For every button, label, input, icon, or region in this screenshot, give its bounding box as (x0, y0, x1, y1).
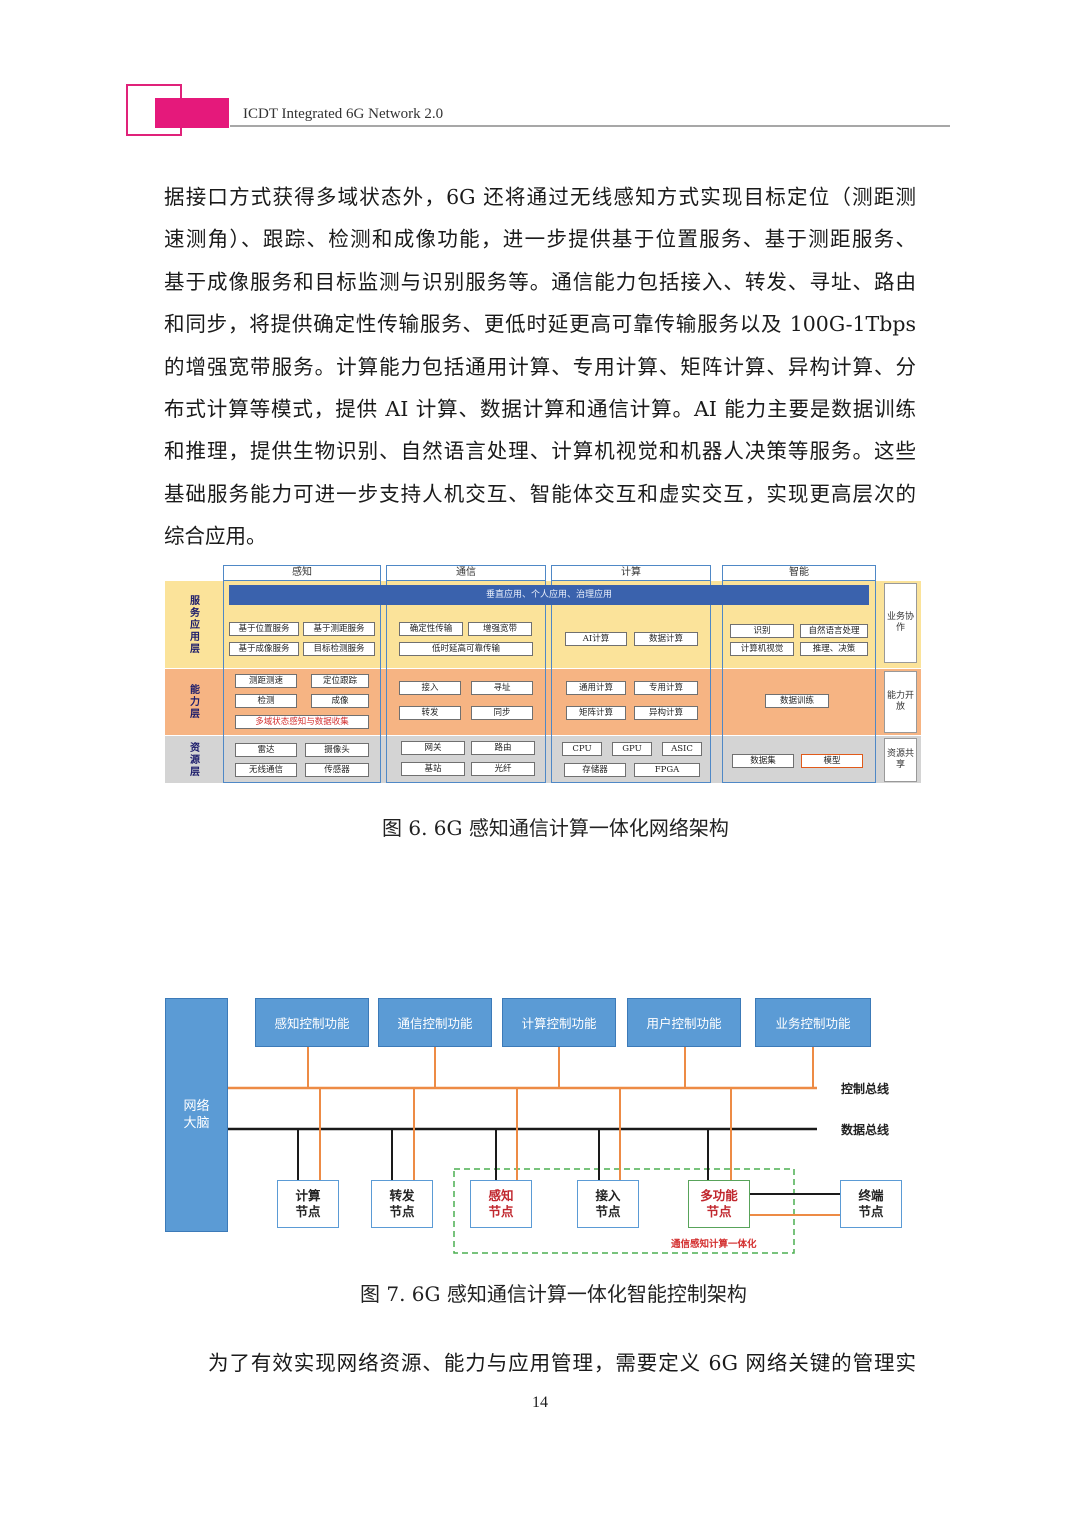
comm-control-function: 通信控制功能 (378, 998, 492, 1047)
body-line: 综合应用。 (164, 524, 267, 549)
access-node: 接入节点 (577, 1180, 639, 1228)
capability-box: 定位跟踪 (311, 674, 369, 688)
capability-box: 异构计算 (634, 706, 698, 720)
capability-box: 接入 (399, 681, 461, 695)
header-rule (230, 125, 950, 127)
body-line: 据接口方式获得多域状态外，6G 还将通过无线感知方式实现目标定位（测距测 (164, 185, 916, 209)
network-brain: 网络大脑 (165, 998, 228, 1232)
resource-box: 摄像头 (305, 743, 369, 757)
body-line: 速测角）、跟踪、检测和成像功能，进一步提供基于位置服务、基于测距服务、 (164, 227, 916, 252)
service-box: 目标检测服务 (303, 642, 375, 656)
body-line: 基于成像服务和目标监测与识别服务等。通信能力包括接入、转发、寻址、路由 (164, 269, 916, 294)
sensing-control-function: 感知控制功能 (255, 998, 369, 1047)
right-label-resource: 资源共享 (884, 738, 917, 782)
compute-node: 计算节点 (277, 1180, 339, 1228)
multifunction-node: 多功能节点 (688, 1180, 750, 1228)
header-title: ICDT Integrated 6G Network 2.0 (243, 106, 444, 122)
column-header-intelligence: 智能 (722, 565, 876, 581)
service-box: 基于位置服务 (229, 622, 299, 636)
bus-lines (228, 1047, 840, 1254)
resource-box: 数据集 (732, 754, 794, 768)
resource-box: CPU (562, 742, 602, 756)
right-label-business: 业务协作 (884, 583, 917, 663)
figure-6-caption: 图 6. 6G 感知通信计算一体化网络架构 (382, 816, 729, 840)
resource-box: 存储器 (564, 763, 626, 777)
resource-box: 模型 (801, 754, 863, 768)
resource-box: 传感器 (305, 763, 369, 777)
figure-6-architecture: 服务应用层 能力层 资源层 感知 通信 计算 智能 垂直应用、个人应用、治理应用… (165, 565, 921, 783)
resource-box: 基站 (401, 762, 465, 776)
terminal-node: 终端节点 (840, 1180, 902, 1228)
column-sensing (223, 565, 381, 783)
service-box: 基于成像服务 (229, 642, 299, 656)
resource-box: FPGA (634, 763, 700, 777)
resource-box: ASIC (662, 742, 702, 756)
resource-box: 路由 (471, 741, 535, 755)
capability-box: 转发 (399, 706, 461, 720)
service-box: 自然语言处理 (800, 624, 868, 638)
service-box: 低时延高可靠传输 (399, 642, 533, 656)
compute-control-function: 计算控制功能 (502, 998, 616, 1047)
capability-box: 成像 (311, 694, 369, 708)
sensing-node: 感知节点 (470, 1180, 532, 1228)
header-logo-block (155, 98, 229, 128)
data-bus-label: 数据总线 (841, 1123, 890, 1137)
control-bus-label: 控制总线 (841, 1082, 890, 1096)
column-compute (551, 565, 711, 783)
resource-box: 网关 (401, 741, 465, 755)
body-line: 为了有效实现网络资源、能力与应用管理，需要定义 6G 网络关键的管理实 (208, 1351, 916, 1375)
integration-region (453, 1168, 795, 1254)
column-intelligence (722, 565, 876, 783)
body-line: 基础服务能力可进一步支持人机交互、智能体交互和虚实交互，实现更高层次的 (164, 481, 916, 506)
footer-paragraph: 为了有效实现网络资源、能力与应用管理，需要定义 6G 网络关键的管理实 (208, 1342, 916, 1384)
forwarding-node: 转发节点 (371, 1180, 433, 1228)
service-box: AI计算 (565, 632, 627, 646)
resource-box: GPU (612, 742, 652, 756)
capability-box: 检测 (235, 694, 297, 708)
resource-box: 光纤 (471, 762, 535, 776)
service-layer-label: 服务应用层 (187, 594, 199, 655)
capability-box: 专用计算 (634, 681, 698, 695)
capability-box: 矩阵计算 (566, 706, 626, 720)
service-control-function: 业务控制功能 (755, 998, 871, 1047)
capability-box: 寻址 (471, 681, 533, 695)
body-line: 的增强宽带服务。计算能力包括通用计算、专用计算、矩阵计算、异构计算、分 (164, 354, 916, 379)
capability-box: 测距测速 (235, 674, 297, 688)
capability-box: 同步 (471, 706, 533, 720)
page-number: 14 (532, 1394, 548, 1411)
resource-layer-label: 资源层 (187, 741, 199, 778)
service-box: 推理、决策 (800, 642, 868, 656)
column-header-comm: 通信 (386, 565, 546, 581)
figure-7-caption: 图 7. 6G 感知通信计算一体化智能控制架构 (360, 1282, 747, 1306)
column-comm (386, 565, 546, 783)
body-line: 和推理，提供生物识别、自然语言处理、计算机视觉和机器人决策等服务。这些 (164, 439, 916, 464)
service-box: 基于测距服务 (303, 622, 375, 636)
service-box: 计算机视觉 (730, 642, 794, 656)
capability-layer-label: 能力层 (187, 684, 199, 720)
capability-box: 多域状态感知与数据收集 (235, 715, 369, 729)
service-box: 识别 (730, 624, 794, 638)
service-box: 确定性传输 (399, 622, 463, 636)
resource-box: 雷达 (235, 743, 297, 757)
capability-box: 数据训练 (765, 694, 829, 708)
service-box: 数据计算 (634, 632, 698, 646)
body-paragraph: 据接口方式获得多域状态外，6G 还将通过无线感知方式实现目标定位（测距测 速测角… (164, 176, 916, 558)
body-line: 布式计算等模式，提供 AI 计算、数据计算和通信计算。AI 能力主要是数据训练 (164, 396, 916, 421)
right-label-capability: 能力开放 (884, 671, 917, 733)
user-control-function: 用户控制功能 (627, 998, 741, 1047)
column-header-sensing: 感知 (223, 565, 381, 581)
figure-7-control-architecture: 网络大脑 感知控制功能 通信控制功能 计算控制功能 用户控制功能 业务控制功能 … (165, 994, 915, 1258)
service-box: 增强宽带 (468, 622, 532, 636)
body-line: 和同步，将提供确定性传输服务、更低时延更高可靠传输服务以及 100G-1Tbps (164, 312, 916, 337)
resource-box: 无线通信 (235, 763, 297, 777)
application-bar: 垂直应用、个人应用、治理应用 (229, 585, 869, 605)
integration-label: 通信感知计算一体化 (671, 1239, 757, 1250)
capability-box: 通用计算 (566, 681, 626, 695)
column-header-compute: 计算 (551, 565, 711, 581)
